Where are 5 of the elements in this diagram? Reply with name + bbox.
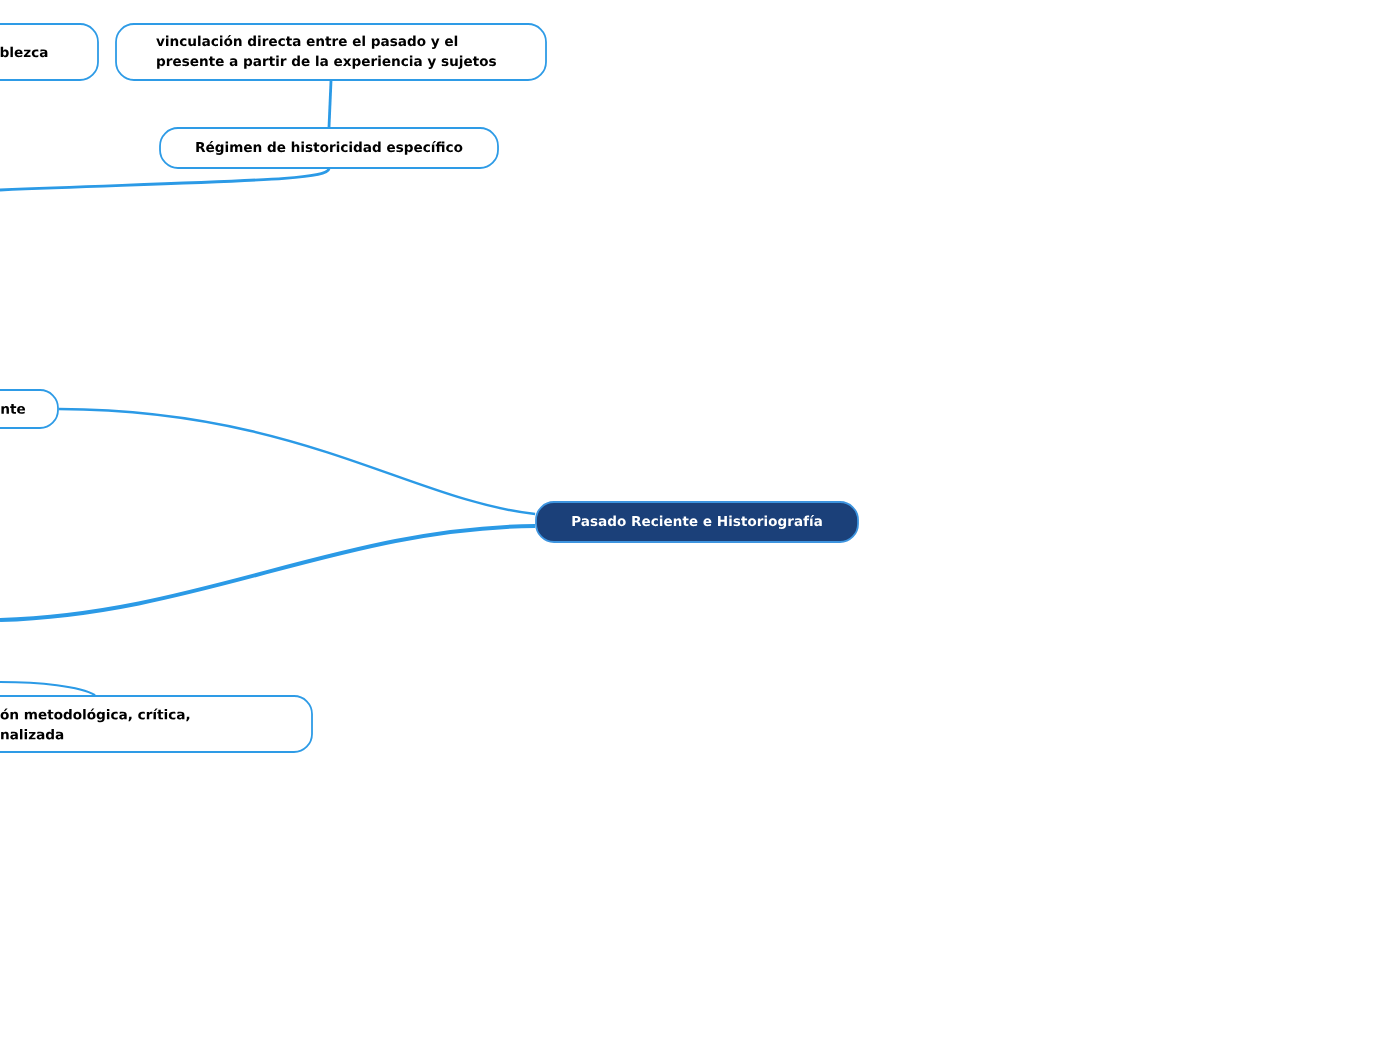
connector-line xyxy=(0,524,536,622)
connector-line xyxy=(58,407,536,516)
connector-line xyxy=(0,167,331,192)
connector-line xyxy=(0,681,97,697)
connector-line xyxy=(327,80,333,128)
